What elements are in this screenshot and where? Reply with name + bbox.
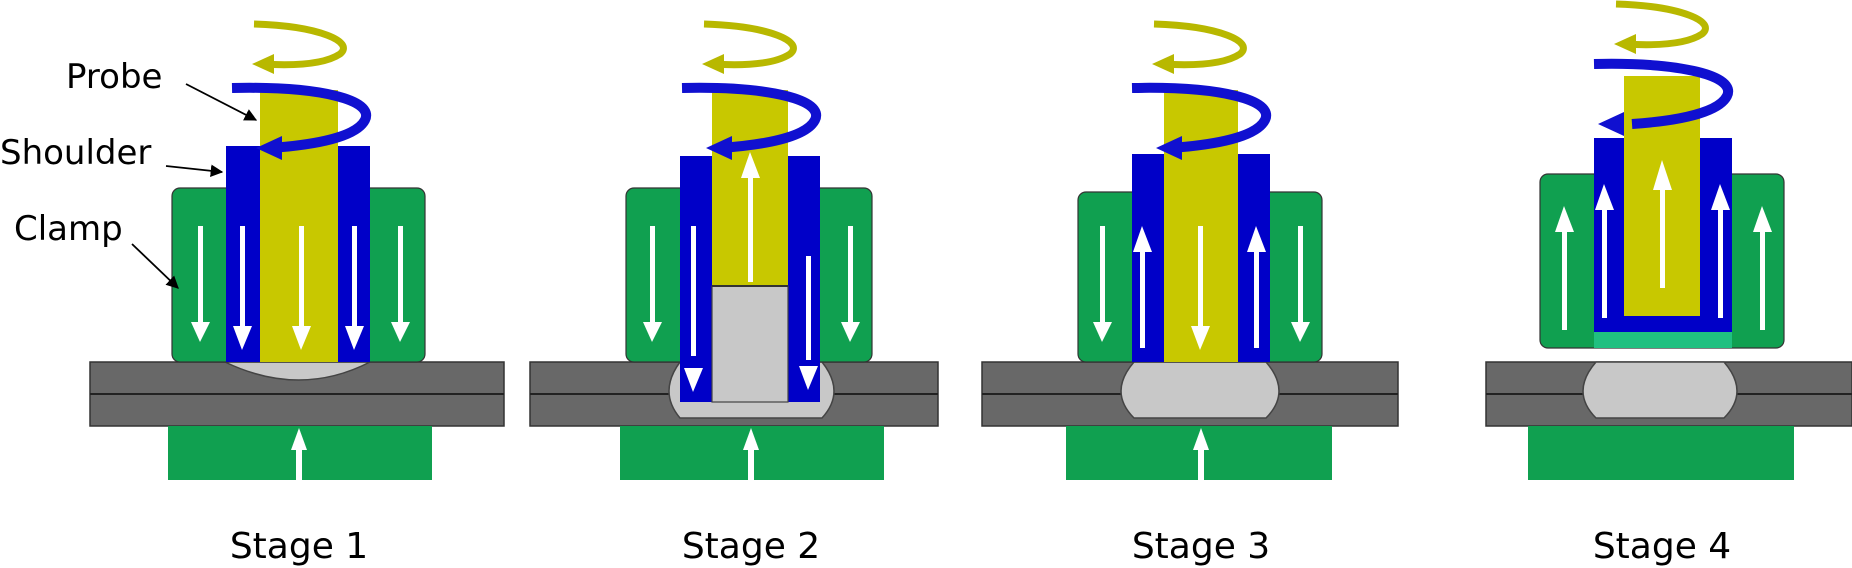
stage-3-title: Stage 3 (1132, 526, 1270, 567)
stage-3-arrows (1093, 226, 1310, 350)
label-shoulder: Shoulder (0, 133, 151, 173)
stage-3-probe-rotation-icon (1153, 20, 1247, 69)
clamp-leader-line (131, 243, 179, 289)
stage-2-title: Stage 2 (682, 526, 820, 567)
stage-1-down-arrows (191, 226, 410, 350)
stage-4-backing-anvil (1528, 426, 1794, 480)
stage-1-weld-zone (224, 361, 371, 381)
probe-leader-line (185, 83, 258, 121)
stage-4-shoulder-rotation-icon (1593, 58, 1734, 129)
stage-4-weld-zone (1582, 361, 1738, 419)
stage-4-clamp-bottom-face (1594, 332, 1732, 348)
stage-1-title: Stage 1 (230, 526, 368, 567)
shoulder-leader-line (165, 164, 224, 178)
stage-1-probe-rotation-icon (253, 20, 347, 69)
stage-4-up-arrows (1555, 160, 1772, 330)
stage-4-probe-rotation-icon (1615, 0, 1709, 49)
label-probe: Probe (66, 57, 162, 97)
stage-3-panel (981, 20, 1399, 480)
stage-1-panel (89, 20, 505, 480)
stage-4-title: Stage 4 (1593, 526, 1731, 567)
stage-2-arrows (643, 152, 860, 392)
label-clamp: Clamp (14, 209, 123, 249)
stage-3-shoulder-rotation-icon (1131, 82, 1272, 153)
stage-2-shoulder-rotation-icon (681, 82, 822, 153)
stage-2-panel (529, 20, 939, 480)
stage-4-panel (1485, 0, 1852, 480)
stage-2-probe-rotation-icon (703, 20, 797, 69)
stage-1-shoulder-rotation-icon (231, 82, 372, 153)
stage-3-weld-zone (1120, 361, 1280, 419)
